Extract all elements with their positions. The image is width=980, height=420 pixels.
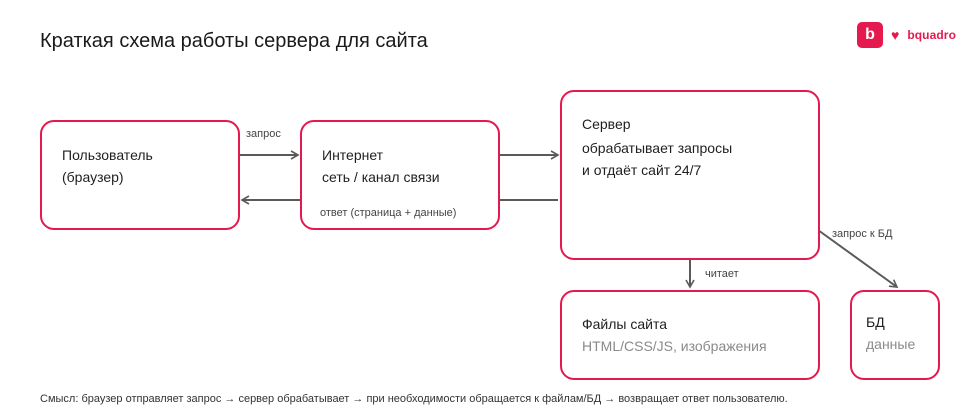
- logo-text: bquadro: [907, 28, 957, 42]
- node-db: БД данные: [850, 290, 940, 380]
- node-internet-title: Интернет: [322, 147, 384, 163]
- label-reads: читает: [705, 268, 739, 280]
- label-request: запрос: [246, 128, 281, 140]
- node-internet: Интернет сеть / канал связи: [300, 120, 500, 230]
- node-db-subtitle: данные: [866, 336, 916, 352]
- label-response: ответ (страница + данные): [320, 207, 457, 219]
- diagram-title: Краткая схема работы сервера для сайта: [40, 30, 428, 52]
- node-server-title: Сервер: [582, 116, 631, 132]
- node-server-line2: обрабатывает запросы: [582, 140, 733, 156]
- node-user-subtitle: (браузер): [62, 169, 124, 185]
- brand-logo: b ♥ bquadro: [857, 22, 956, 48]
- node-files-subtitle: HTML/CSS/JS, изображения: [582, 338, 767, 354]
- node-internet-subtitle: сеть / канал связи: [322, 169, 440, 185]
- diagram-caption: Смысл: браузер отправляет запрос → серве…: [40, 393, 788, 405]
- node-files: Файлы сайта HTML/CSS/JS, изображения: [560, 290, 820, 380]
- node-files-title: Файлы сайта: [582, 316, 668, 332]
- logo-mark: b: [857, 22, 883, 48]
- node-db-title: БД: [866, 314, 885, 330]
- arrow-server-to-db: [817, 229, 899, 288]
- node-user: Пользователь (браузер): [40, 120, 240, 230]
- node-user-title: Пользователь: [62, 147, 153, 163]
- label-db-request: запрос к БД: [832, 228, 893, 240]
- node-server-line3: и отдаёт сайт 24/7: [582, 162, 702, 178]
- heart-icon: ♥: [891, 27, 900, 43]
- node-server: Сервер обрабатывает запросы и отдаёт сай…: [560, 90, 820, 260]
